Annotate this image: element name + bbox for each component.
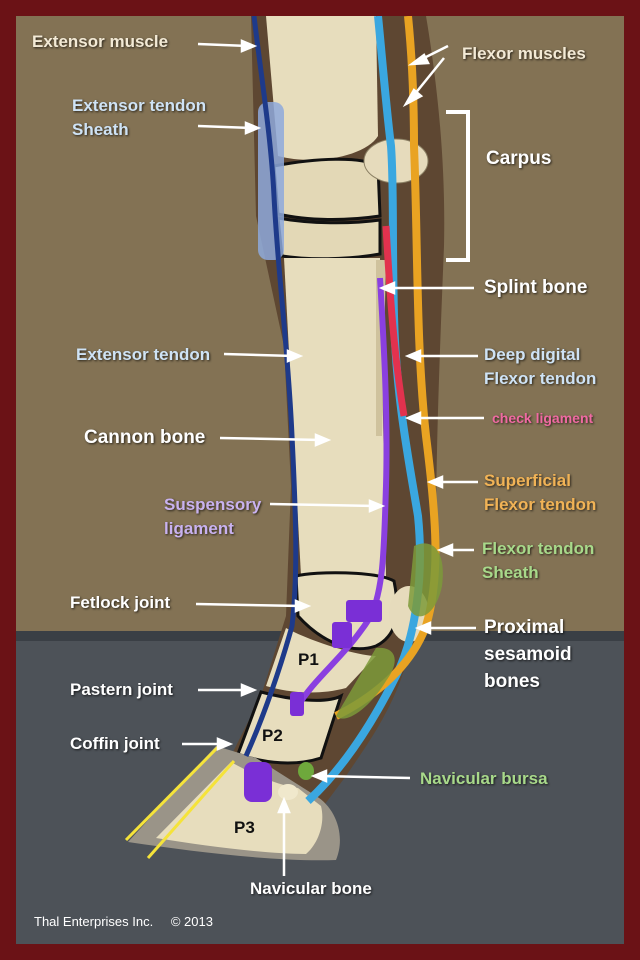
label-p1: P1 — [298, 650, 319, 669]
p1-bone — [266, 628, 376, 693]
deep-flexor-tendon-shape — [305, 16, 424, 804]
label-carpus: Carpus — [486, 148, 552, 169]
arrowhead-navicular-bursa — [310, 769, 328, 783]
navicular-bone-shape — [278, 784, 298, 800]
label-pastern-joint: Pastern joint — [70, 680, 173, 699]
arrowhead-flexor-sheath — [436, 543, 454, 557]
coffin-ligament — [244, 762, 272, 802]
label-sesamoid-line2: sesamoid — [484, 644, 572, 665]
arrowhead-sesamoid — [414, 621, 432, 635]
suspensory-insertion-1 — [346, 600, 382, 622]
arrowhead-check-ligament — [404, 411, 422, 425]
leader-arrows — [182, 39, 484, 876]
illustration-area: Extensor muscle Extensor tendon Sheath E… — [16, 16, 624, 944]
pastern-ligament — [290, 692, 304, 716]
label-ddft-line2: Flexor tendon — [484, 369, 597, 388]
arrowhead-extensor-tendon — [286, 349, 304, 363]
arrowhead-extensor-sheath — [244, 121, 262, 135]
label-ddft-line1: Deep digital — [484, 345, 581, 364]
cannon-bone — [284, 258, 386, 588]
hoof-line-outer — [124, 742, 223, 842]
arrow-extensor-sheath — [197, 124, 253, 130]
arrow-fetlock — [195, 602, 303, 608]
arrowhead-sdft — [426, 475, 444, 489]
label-sdft-line1: Superficial — [484, 471, 571, 490]
label-extensor-sheath-line2: Sheath — [72, 120, 129, 139]
arrowhead-navicular-bone — [277, 796, 291, 814]
radius-bone — [266, 16, 378, 160]
arrowhead-splint-bone — [378, 281, 396, 295]
p3-bone — [156, 762, 323, 854]
label-p2: P2 — [262, 726, 283, 745]
suspensory-ligament-shape — [295, 277, 390, 708]
arrowhead-suspensory — [368, 499, 386, 513]
label-cannon-bone: Cannon bone — [84, 427, 206, 448]
superficial-flexor-tendon-shape — [334, 16, 440, 720]
navicular-bursa-shape — [298, 762, 314, 780]
arrowhead-flexor-muscles-2 — [402, 88, 424, 108]
label-flexor-sheath-line2: Sheath — [482, 563, 539, 582]
label-suspensory-line2: ligament — [164, 519, 234, 538]
arrow-suspensory — [269, 502, 377, 508]
arrowhead-flexor-muscles-1 — [407, 53, 430, 66]
arrowhead-coffin — [216, 737, 234, 751]
hoof-line-inner — [146, 760, 236, 859]
carpus-bracket — [446, 110, 470, 262]
label-fetlock-joint: Fetlock joint — [70, 593, 171, 612]
label-splint-bone: Splint bone — [484, 277, 588, 298]
arrowhead-pastern — [240, 683, 258, 697]
arrowhead-extensor-muscle — [240, 39, 258, 53]
flexor-sheath-shape — [408, 543, 443, 617]
label-suspensory-line1: Suspensory — [164, 495, 262, 514]
carpal-bone-lower — [276, 216, 382, 261]
arrow-cannon-bone — [219, 436, 323, 442]
arrowhead-fetlock — [294, 599, 312, 613]
label-coffin-joint: Coffin joint — [70, 734, 160, 753]
label-flexor-sheath-line1: Flexor tendon — [482, 539, 595, 558]
label-extensor-muscle: Extensor muscle — [32, 32, 169, 51]
carpal-bone-upper — [272, 157, 382, 222]
extensor-tendon-shape — [243, 16, 299, 758]
arrow-navicular-bursa — [319, 774, 411, 780]
label-flexor-muscles: Flexor muscles — [462, 44, 586, 63]
label-sesamoid-line1: Proximal — [484, 617, 565, 638]
credit-text: Thal Enterprises Inc. — [34, 914, 154, 929]
arrow-extensor-muscle — [197, 42, 249, 48]
arrowhead-cannon-bone — [314, 433, 332, 447]
label-navicular-bursa: Navicular bursa — [420, 769, 548, 788]
label-sesamoid-line3: bones — [484, 671, 540, 692]
arrowhead-ddft — [404, 349, 422, 363]
label-navicular-bone: Navicular bone — [250, 879, 372, 898]
flexor-sheath-lower-shape — [336, 647, 395, 719]
arrow-extensor-tendon — [223, 352, 295, 358]
suspensory-insertion-2 — [332, 622, 352, 648]
footer-credit: Thal Enterprises Inc. © 2013 — [34, 914, 213, 929]
label-check-ligament: check ligament — [492, 410, 594, 426]
label-sdft-line2: Flexor tendon — [484, 495, 597, 514]
label-extensor-sheath-line1: Extensor tendon — [72, 96, 207, 115]
copyright-text: © 2013 — [170, 914, 213, 929]
label-p3: P3 — [234, 818, 255, 837]
check-ligament-shape — [382, 225, 408, 417]
leg-anatomy-illustration — [16, 16, 624, 944]
label-extensor-tendon: Extensor tendon — [76, 345, 211, 364]
